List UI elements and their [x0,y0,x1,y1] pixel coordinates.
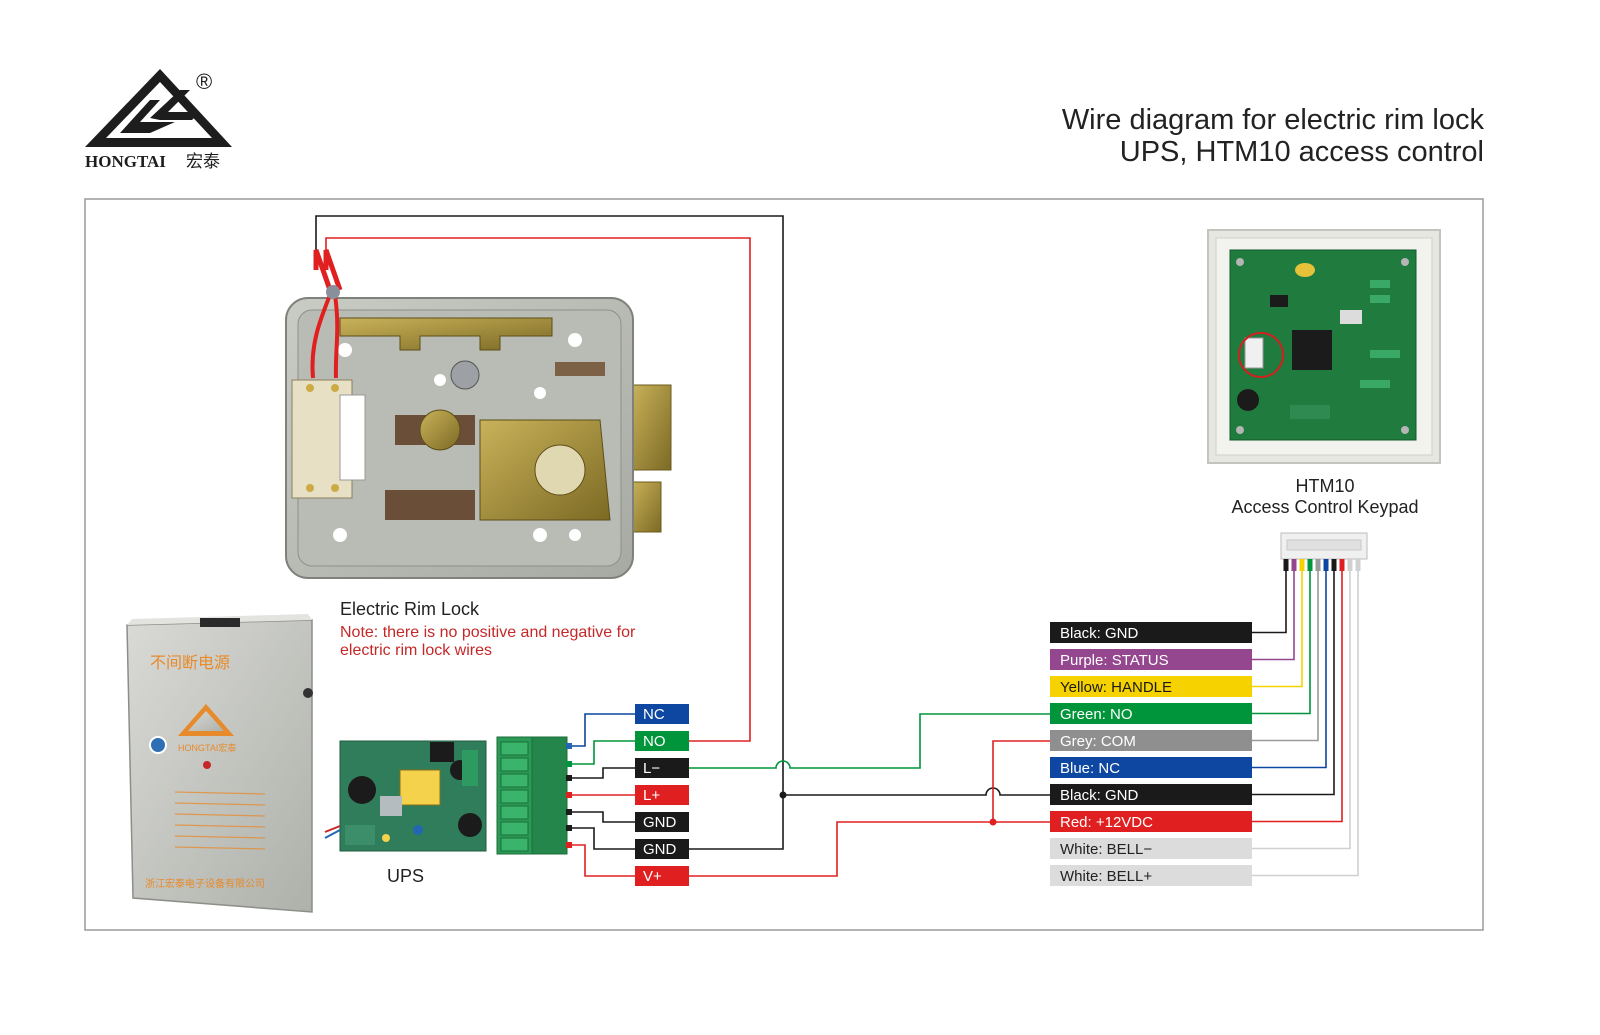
ups-enclosure-image: 不间断电源 HONGTAI宏泰 浙江宏泰电子设备有限公司 [126,614,313,913]
brand-chinese: 宏泰 [186,152,220,172]
keypad-pin [1307,559,1313,571]
keypad-wire-tag-white-bell: White: BELL+ [1050,865,1252,886]
hongtai-logo: ® HONGTAI 宏泰 [85,69,232,172]
ups-label: UPS [387,866,424,886]
ups-terminal-no-tag: NO [635,731,689,751]
ups-box-brand: HONGTAI宏泰 [178,742,236,753]
keypad-wire-label: White: BELL+ [1060,868,1152,885]
keypad-wire-green-no [1252,560,1311,715]
red-power-wire [689,821,1050,877]
keypad-name: HTM10 [1295,476,1354,496]
keypad-wire-label: Yellow: HANDLE [1060,679,1172,696]
ups-terminal-label: V+ [643,868,662,885]
keypad-wire-white-bell [1252,560,1359,877]
ups-box-title: 不间断电源 [150,653,230,672]
keypad-wire-label: Red: +12VDC [1060,814,1153,831]
black-gnd-wire [783,787,1050,796]
ups-terminal-nc-tag: NC [635,704,689,724]
ups-terminal-gnd-tag: GND [635,839,689,859]
lock-red-wire [325,237,751,742]
keypad-wire-label: Grey: COM [1060,733,1136,750]
keypad-pin [1331,559,1337,571]
keypad-wire-tag-green-no: Green: NO [1050,703,1252,724]
ups-terminal-label: GND [643,841,677,858]
ups-terminal-l-tag: L− [635,758,689,778]
keypad-wire-tag-red-12vdc: Red: +12VDC [1050,811,1252,832]
keypad-wire-tag-purple-status: Purple: STATUS [1050,649,1252,670]
keypad-wire-tag-grey-com: Grey: COM [1050,730,1252,751]
keypad-wire-red-12vdc [1252,560,1343,823]
keypad-wire-tag-black-gnd: Black: GND [1050,784,1252,805]
lock-note-line2: electric rim lock wires [340,642,492,659]
ups-terminal-label: GND [643,814,677,831]
keypad-wire-label: Purple: STATUS [1060,652,1169,669]
page-title-line1: Wire diagram for electric rim lock [1062,104,1485,136]
ups-terminal-v-tag: V+ [635,866,689,886]
keypad-connector [1280,532,1368,560]
keypad-wires [1252,560,1359,877]
ups-terminal-label: L+ [643,787,660,804]
keypad-pin [1339,559,1345,571]
keypad-wire-purple-status [1252,560,1295,661]
lock-label: Electric Rim Lock [340,599,480,619]
keypad-wire-tag-black-gnd: Black: GND [1050,622,1252,643]
keypad-wire-label: Blue: NC [1060,760,1120,777]
junction-dot-black [779,791,787,799]
ups-terminal-l-tag: L+ [635,785,689,805]
htm10-keypad-image [1207,229,1441,464]
keypad-pin [1315,559,1321,571]
keypad-wire-label: Black: GND [1060,787,1139,804]
keypad-wire-white-bell [1252,560,1351,850]
keypad-pin [1347,559,1353,571]
page-title-line2: UPS, HTM10 access control [1120,136,1484,168]
keypad-wire-grey-com [1252,560,1319,742]
green-wire [689,713,1050,769]
ups-terminal-label: L− [643,760,660,777]
keypad-wire-tag-blue-nc: Blue: NC [1050,757,1252,778]
keypad-subtitle: Access Control Keypad [1231,497,1418,517]
registered-mark: ® [196,69,212,94]
keypad-wire-black-gnd [1252,560,1287,634]
ups-terminal-label: NO [643,733,666,750]
keypad-wire-label: Green: NO [1060,706,1133,723]
lock-black-wire [315,215,784,850]
keypad-wire-label: White: BELL− [1060,841,1152,858]
keypad-connector-pins [1283,559,1361,571]
lock-note-line1: Note: there is no positive and negative … [340,624,636,641]
ups-terminal-label: NC [643,706,665,723]
keypad-wire-tag-white-bell: White: BELL− [1050,838,1252,859]
brand-name: HONGTAI [85,152,166,171]
electric-rim-lock-image [285,285,672,579]
keypad-pin [1355,559,1361,571]
diagram-frame [84,198,1484,931]
ups-terminal-block [496,736,572,855]
keypad-wire-label: Black: GND [1060,625,1139,642]
ups-board-image [324,740,487,852]
ups-terminal-gnd-tag: GND [635,812,689,832]
keypad-pin [1291,559,1297,571]
keypad-wire-black-gnd [1252,560,1335,796]
keypad-pin [1299,559,1305,571]
ups-terminal-tags: NC NO L− L+ GND GND V+ [635,704,689,886]
wires [313,215,1050,877]
keypad-wire-yellow-handle [1252,560,1303,688]
keypad-pin [1323,559,1329,571]
keypad-wire-tag-yellow-handle: Yellow: HANDLE [1050,676,1252,697]
com-red-jumper [992,740,1050,822]
ups-box-company: 浙江宏泰电子设备有限公司 [145,877,265,890]
keypad-pin [1283,559,1289,571]
keypad-wire-tags: Black: GND Purple: STATUS Yellow: HANDLE Gr… [1050,622,1252,886]
keypad-wire-blue-nc [1252,560,1327,769]
